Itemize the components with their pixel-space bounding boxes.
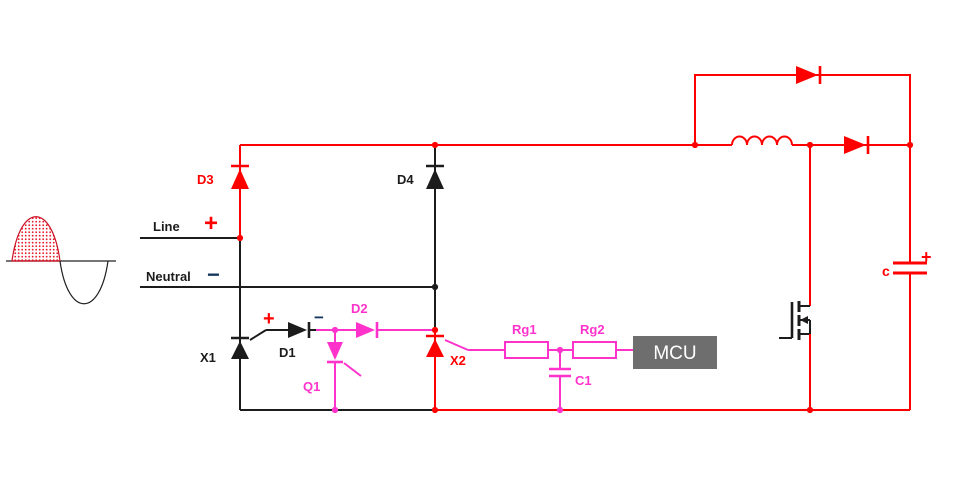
d1-plus: + bbox=[263, 308, 275, 330]
scr-x1-symbol bbox=[231, 341, 249, 359]
boost-diode-symbol bbox=[844, 136, 866, 154]
sine-positive-half bbox=[11, 216, 61, 262]
x2-label: X2 bbox=[450, 353, 466, 368]
diode-d2-symbol bbox=[356, 322, 375, 338]
scr-x2-symbol bbox=[426, 339, 444, 357]
resistor-rg2-symbol bbox=[572, 341, 617, 359]
bypass-branch-wire bbox=[694, 74, 911, 145]
junction-dot bbox=[556, 406, 564, 414]
junction-dot bbox=[331, 406, 339, 414]
mcu-block bbox=[633, 336, 717, 369]
d2-label: D2 bbox=[351, 301, 368, 316]
mcu-gate-drive: Rg1 Rg2 C1 MCU bbox=[468, 322, 717, 410]
junction-dot bbox=[906, 141, 914, 149]
scr-x2-gate-wire bbox=[444, 339, 469, 351]
d1-label: D1 bbox=[279, 345, 296, 360]
cap-polarity-plus: + bbox=[921, 247, 932, 267]
rg2-label: Rg2 bbox=[580, 322, 605, 337]
junction-dot bbox=[806, 141, 814, 149]
mcu-label: MCU bbox=[653, 343, 696, 364]
bridge-left-leg: D3 X1 bbox=[197, 145, 267, 410]
gate-steering-network: + D1 − D2 Q1 bbox=[263, 301, 436, 410]
junction-dot bbox=[431, 406, 439, 414]
neutral-label: Neutral bbox=[146, 269, 191, 284]
mosfet-body-arrow bbox=[800, 316, 808, 324]
diode-d3-symbol bbox=[231, 169, 249, 189]
d4-label: D4 bbox=[397, 172, 414, 187]
d3-label: D3 bbox=[197, 172, 214, 187]
junction-dot bbox=[691, 141, 699, 149]
scr-x1-gate-wire bbox=[249, 329, 267, 341]
junction-dot bbox=[431, 141, 439, 149]
junction-dot bbox=[556, 346, 564, 354]
scr-q1-symbol bbox=[327, 342, 343, 360]
input-terminals: Line + Neutral − bbox=[140, 210, 436, 288]
sine-negative-half bbox=[59, 260, 109, 305]
bridge-right-leg: D4 X2 bbox=[397, 145, 469, 410]
junction-dot bbox=[431, 283, 439, 291]
c1-label: C1 bbox=[575, 373, 592, 388]
rg1-label: Rg1 bbox=[512, 322, 537, 337]
bypass-diode-symbol bbox=[796, 66, 818, 84]
diode-d4-symbol bbox=[426, 169, 444, 189]
neutral-polarity-minus: − bbox=[207, 262, 220, 287]
d1-minus: − bbox=[314, 308, 324, 327]
junction-dot bbox=[331, 326, 339, 334]
mosfet-switch bbox=[779, 145, 811, 410]
junction-dot bbox=[806, 406, 814, 414]
scr-q1-gate-wire bbox=[343, 362, 362, 377]
x1-label: X1 bbox=[200, 350, 216, 365]
junction-dots bbox=[236, 141, 914, 414]
cap-label: c bbox=[882, 263, 890, 279]
line-polarity-plus: + bbox=[204, 210, 218, 237]
diode-d1-symbol bbox=[288, 322, 307, 338]
junction-dot bbox=[431, 326, 439, 334]
junction-dot bbox=[236, 234, 244, 242]
resistor-rg1-symbol bbox=[504, 341, 549, 359]
inductor-symbol bbox=[731, 135, 793, 146]
line-label: Line bbox=[153, 219, 180, 234]
sine-wave-icon bbox=[6, 216, 116, 305]
q1-label: Q1 bbox=[303, 379, 320, 394]
